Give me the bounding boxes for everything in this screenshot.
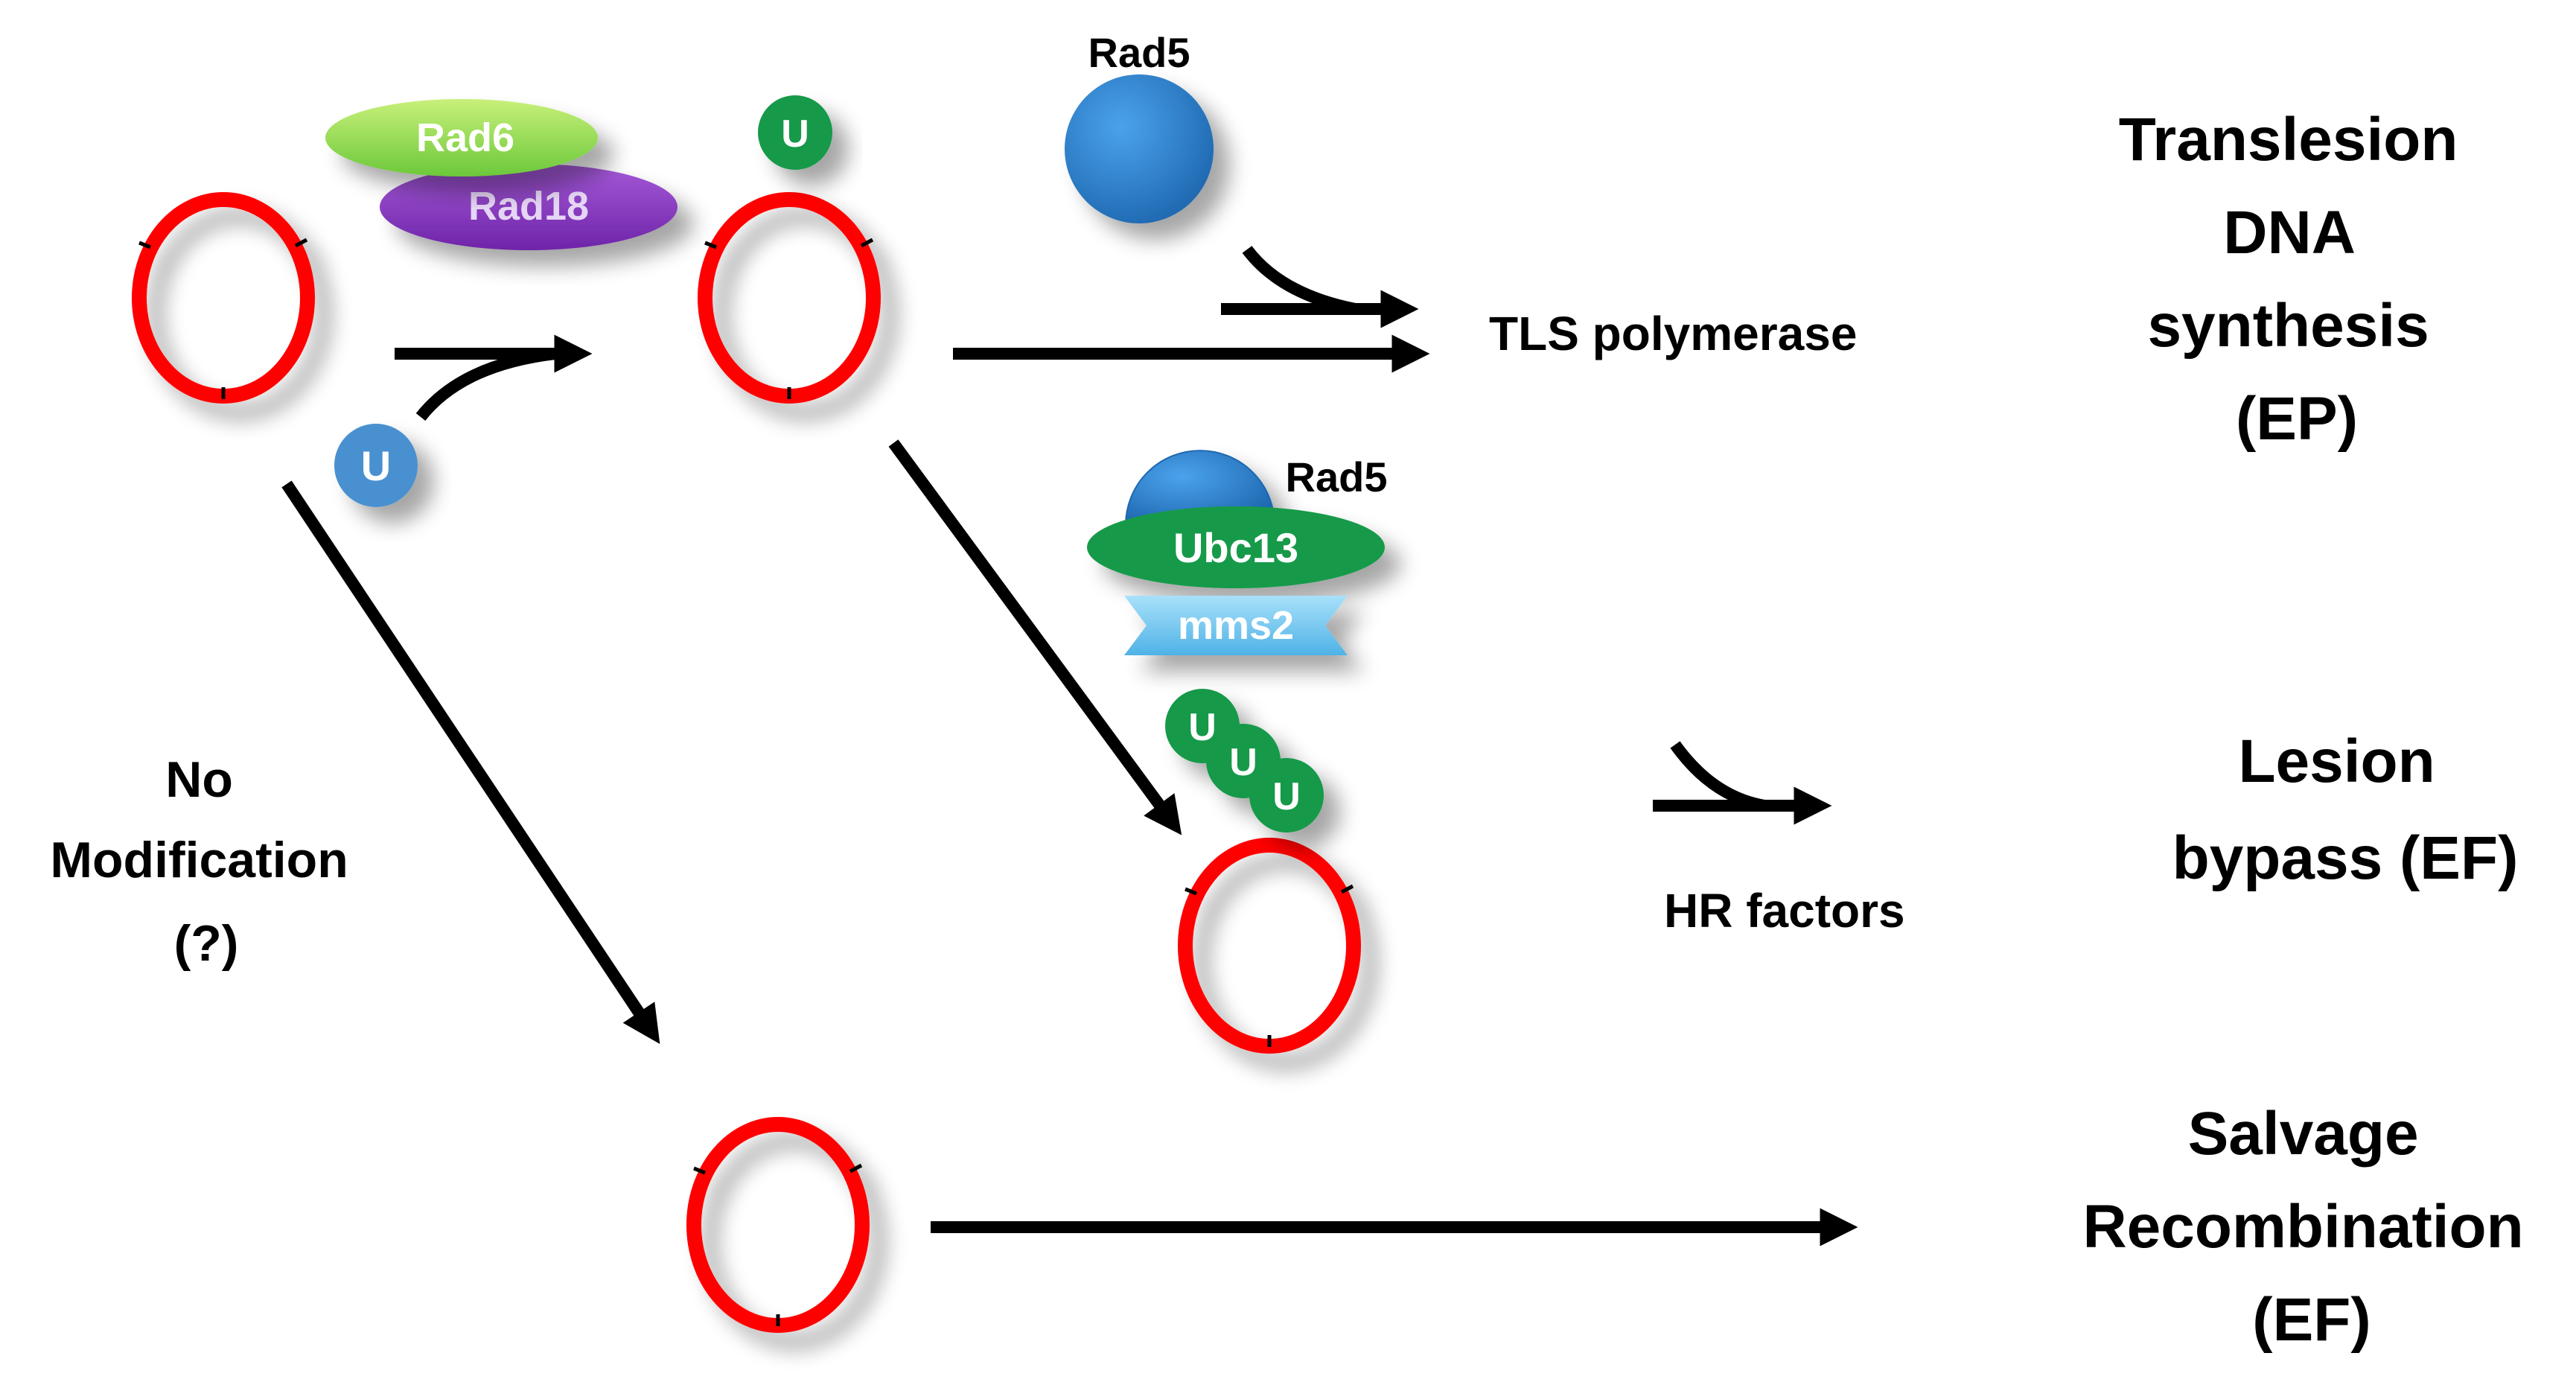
ubc13-label: Ubc13 bbox=[1173, 524, 1298, 571]
outcome-salvage-line: (EF) bbox=[2252, 1286, 2371, 1354]
no-modification-line: No bbox=[165, 751, 233, 808]
pcna-ring-salvage bbox=[686, 1117, 870, 1333]
tls-polymerase-label: TLS polymerase bbox=[1489, 307, 1857, 360]
ubiquitin-mono: U bbox=[758, 95, 832, 170]
ubiquitin-label: U bbox=[1229, 741, 1257, 784]
outcome-tls: Translesion DNA synthesis (EP) bbox=[2119, 106, 2475, 453]
rad5-complex-label: Rad5 bbox=[1286, 453, 1388, 500]
outcome-lesion-bypass-line: bypass (EF) bbox=[2172, 824, 2519, 892]
outcome-tls-line: synthesis bbox=[2147, 292, 2429, 360]
no-modification-line: Modification bbox=[50, 832, 348, 888]
rad6-label: Rad6 bbox=[416, 115, 514, 160]
outcome-tls-line: DNA bbox=[2223, 199, 2354, 267]
arrow-to-tls bbox=[953, 246, 1430, 373]
outcome-tls-line: (EP) bbox=[2236, 385, 2358, 453]
pcna-ring-unmodified bbox=[132, 192, 315, 404]
outcome-lesion-bypass: Lesion bypass (EF) bbox=[2172, 728, 2519, 892]
arrow-to-lesion-bypass bbox=[1653, 741, 1832, 825]
ubiquitin-label: U bbox=[781, 112, 809, 156]
ubiquitin-label: U bbox=[1272, 775, 1301, 818]
arrow-to-polyubiquitination bbox=[888, 439, 1182, 835]
no-modification-label: No Modification (?) bbox=[50, 751, 362, 972]
arrow-monoubiquitination bbox=[395, 334, 593, 421]
rad5-ubc13-mms2-complex bbox=[1087, 450, 1385, 655]
outcome-salvage: Salvage Recombination (EF) bbox=[2082, 1100, 2540, 1354]
rad5-protein-top bbox=[1065, 74, 1214, 223]
pcna-ring-monoubiquitinated bbox=[698, 192, 881, 404]
mms2-label: mms2 bbox=[1178, 603, 1294, 648]
rad6-protein: Rad6 bbox=[325, 99, 598, 176]
outcome-tls-line: Translesion bbox=[2119, 106, 2458, 174]
ubiquitin-free: U bbox=[334, 424, 418, 507]
rad18-protein: Rad18 bbox=[380, 164, 678, 250]
no-modification-line: (?) bbox=[174, 915, 239, 972]
arrow-no-modification bbox=[281, 480, 660, 1045]
ubiquitin-chain: U U U bbox=[1165, 689, 1324, 833]
outcome-salvage-line: Recombination bbox=[2082, 1193, 2523, 1261]
outcome-salvage-line: Salvage bbox=[2188, 1100, 2419, 1168]
mms2-protein bbox=[1124, 596, 1348, 655]
pcna-ring-polyubiquitinated bbox=[1178, 838, 1361, 1054]
rad18-label: Rad18 bbox=[468, 184, 589, 229]
rad5-top-label: Rad5 bbox=[1088, 29, 1190, 76]
ubc13-protein bbox=[1087, 506, 1385, 588]
outcome-lesion-bypass-line: Lesion bbox=[2238, 728, 2435, 795]
ubiquitin-label: U bbox=[361, 442, 391, 489]
hr-factors-label: HR factors bbox=[1664, 884, 1905, 937]
